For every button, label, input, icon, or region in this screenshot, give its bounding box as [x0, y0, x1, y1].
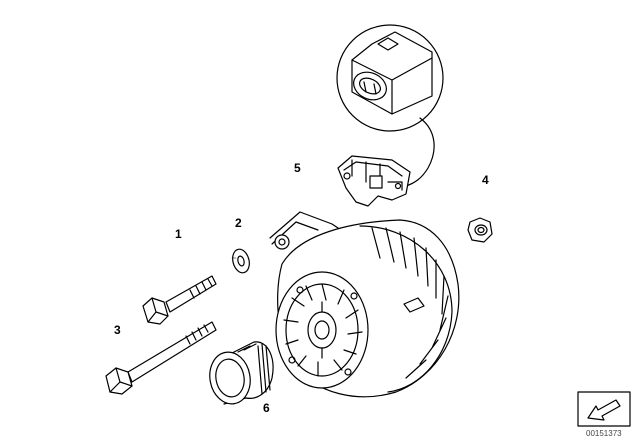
alternator-body: [269, 211, 460, 398]
callout-5: 5: [294, 161, 301, 175]
hex-bolt-long: [142, 275, 217, 325]
callout-4: 4: [482, 173, 489, 187]
washer-part: [232, 248, 250, 274]
direction-arrow-icon: [577, 391, 631, 427]
callout-1: 1: [175, 227, 182, 241]
connector-detail-inset: [336, 24, 444, 187]
callout-3: 3: [114, 323, 121, 337]
voltage-regulator: [337, 155, 411, 207]
pulley-part: [209, 341, 274, 405]
nut-part: [467, 217, 493, 243]
image-reference-number: 00151373: [586, 429, 622, 438]
callout-6: 6: [263, 401, 270, 415]
hex-bolt-extra-long: [105, 321, 217, 395]
callout-2: 2: [235, 216, 242, 230]
